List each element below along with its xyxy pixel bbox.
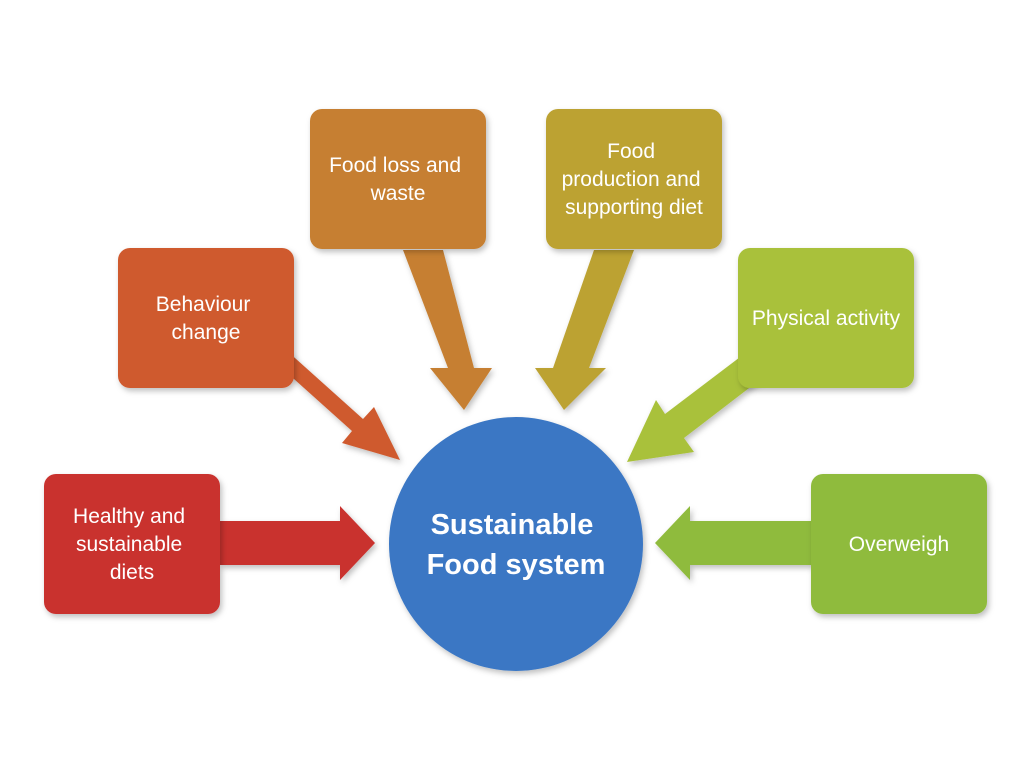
node-label-line: Overweigh xyxy=(849,533,949,556)
arrow-physical-activity xyxy=(627,348,770,462)
node-box xyxy=(118,248,294,388)
node-box xyxy=(738,248,914,388)
arrow-food-production xyxy=(535,250,634,410)
node-healthy-sustainable-diets: Healthy and sustainable diets xyxy=(44,474,220,614)
arrow-overweigh xyxy=(655,506,812,580)
arrow-behaviour-change xyxy=(265,341,400,460)
node-overweigh: Overweigh xyxy=(811,474,987,614)
arrow-food-loss-and-waste xyxy=(403,250,492,410)
node-label-line: Healthy and xyxy=(73,505,185,528)
node-box xyxy=(44,474,220,614)
hub-circle-group: Sustainable Food system xyxy=(389,417,643,671)
node-behaviour-change: Behaviour change xyxy=(118,248,294,388)
hub-circle xyxy=(389,417,643,671)
node-label: Physical activity xyxy=(752,307,901,330)
node-label-line: sustainable xyxy=(76,533,182,556)
hub-label: Sustainable Food system xyxy=(427,509,606,581)
node-label: Behaviour change xyxy=(156,293,256,344)
node-label-line: Physical activity xyxy=(752,307,901,330)
node-label: Food loss and waste xyxy=(329,154,467,205)
node-physical-activity: Physical activity xyxy=(738,248,914,388)
node-box xyxy=(310,109,486,249)
node-label-line: Behaviour xyxy=(156,293,251,316)
node-label-line: waste xyxy=(370,182,426,205)
node-label-line: supporting diet xyxy=(565,196,703,219)
node-label: Healthy and sustainable diets xyxy=(73,505,191,584)
hub-label-line-2: Food system xyxy=(427,549,606,581)
node-box xyxy=(811,474,987,614)
node-label-line: change xyxy=(172,321,241,344)
node-label-line: diets xyxy=(110,561,154,584)
node-label: Food production and supporting diet xyxy=(562,140,707,219)
node-food-production: Food production and supporting diet xyxy=(546,109,722,249)
node-label-line: Food xyxy=(607,140,655,163)
node-label-line: production and xyxy=(562,168,701,191)
node-label: Overweigh xyxy=(849,533,949,556)
node-label-line: Food loss and xyxy=(329,154,461,177)
arrow-healthy-sustainable-diets xyxy=(220,506,375,580)
node-box xyxy=(546,109,722,249)
hub-label-line-1: Sustainable xyxy=(431,509,594,541)
node-food-loss-and-waste: Food loss and waste xyxy=(310,109,486,249)
